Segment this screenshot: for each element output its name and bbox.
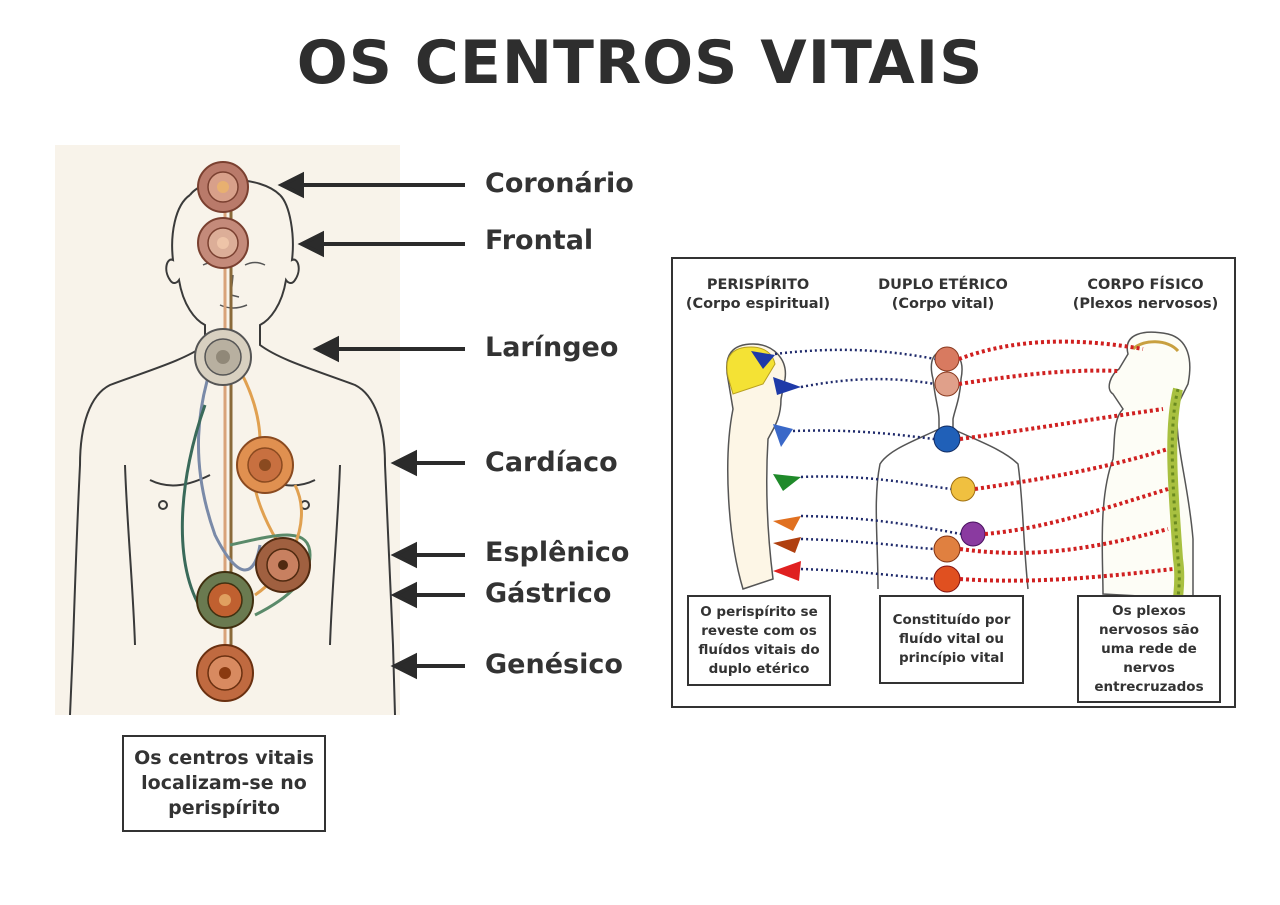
page-title: OS CENTROS VITAIS xyxy=(296,28,984,98)
label-genesico: Genésico xyxy=(485,649,623,680)
chakra-coronario xyxy=(197,161,249,213)
left-caption: Os centros vitais localizam-se no perisp… xyxy=(122,735,326,832)
chakra-genesico xyxy=(196,644,254,702)
red-dotted-connectors xyxy=(958,339,1174,583)
label-laringeo: Laríngeo xyxy=(485,332,619,363)
corpo-fisico-figure xyxy=(1101,331,1194,600)
three-bodies-panel: PERISPÍRITO (Corpo espiritual) DUPLO ETÉ… xyxy=(671,257,1236,708)
chakra-laringeo xyxy=(194,328,252,386)
note-perispirito: O perispírito se reveste com os fluídos … xyxy=(687,595,831,686)
label-gastrico: Gástrico xyxy=(485,578,612,609)
note-duplo-eterico: Constituído por fluído vital ou princípi… xyxy=(879,595,1024,684)
bodies-illustration xyxy=(726,331,1194,600)
chakra-gastrico xyxy=(196,571,254,629)
column-heading-duplo-eterico: DUPLO ETÉRICO (Corpo vital) xyxy=(878,277,1008,312)
note-corpo-fisico: Os plexos nervosos são uma rede de nervo… xyxy=(1077,595,1221,703)
chakra-frontal xyxy=(197,217,249,269)
chakra-discs xyxy=(194,161,311,702)
label-coronario: Coronário xyxy=(485,168,634,199)
label-cardiaco: Cardíaco xyxy=(485,447,618,478)
label-frontal: Frontal xyxy=(485,225,594,256)
chakra-cardiaco xyxy=(236,436,294,494)
column-heading-corpo-fisico: CORPO FÍSICO (Plexos nervosos) xyxy=(1072,277,1219,312)
vital-centers-figure xyxy=(55,145,400,715)
duplo-eterico-centers xyxy=(933,346,986,593)
column-heading-perispirito: PERISPÍRITO (Corpo espiritual) xyxy=(685,277,831,312)
perispirito-figure xyxy=(726,343,801,590)
chakra-esplenico xyxy=(255,537,311,593)
blue-dotted-connectors xyxy=(774,348,962,581)
label-esplenico: Esplênico xyxy=(485,537,630,568)
